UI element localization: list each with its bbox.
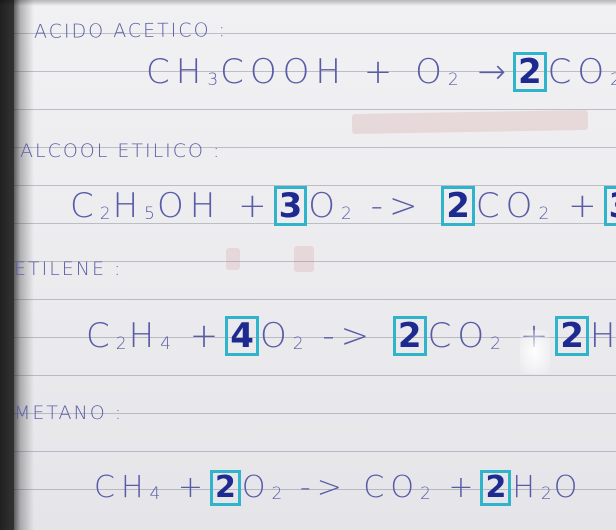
formula-text: CO (547, 52, 611, 92)
formula-text: O (259, 316, 293, 356)
coefficient-box: 2 (441, 186, 475, 226)
subscript: 2 (271, 484, 285, 504)
coefficient-box: 3 (603, 186, 616, 226)
subscript: 2 (99, 204, 113, 224)
coefficient-box: 2 (392, 316, 427, 356)
bleed-through-mark (226, 248, 240, 270)
formula-text: H (589, 316, 616, 356)
plus-sign: + (162, 470, 210, 505)
formula-text: CH (146, 52, 208, 92)
page-top-edge (0, 0, 616, 6)
formula-text: C (86, 316, 116, 356)
subscript: 3 (207, 70, 221, 90)
coefficient-box: 2 (555, 316, 589, 356)
coefficient-box: 4 (225, 316, 259, 356)
subscript: 2 (610, 70, 616, 90)
reaction-arrow: -> (305, 316, 392, 356)
formula-text: COOH + O (220, 52, 448, 92)
formula-text: H (112, 186, 145, 226)
subscript: 4 (149, 484, 163, 504)
subscript: 2 (341, 204, 354, 224)
subscript: 2 (115, 334, 129, 354)
heading-acido-acetico: ACIDO ACETICO : (33, 19, 228, 43)
formula-text: CO (363, 470, 420, 505)
subscript: 5 (144, 204, 157, 224)
subscript: 2 (490, 334, 503, 354)
coefficient-box: 2 (512, 52, 547, 92)
bleed-through-stain (351, 109, 589, 135)
formula-text: O (553, 470, 584, 505)
reaction-arrow: → (460, 52, 512, 92)
plus-sign: + (432, 470, 480, 505)
formula-text: CH (94, 470, 150, 505)
coefficient-box: 3 (273, 186, 308, 226)
reaction-arrow: -> (353, 186, 441, 226)
coefficient-box: 2 (210, 470, 241, 506)
formula-text: H (512, 470, 541, 505)
subscript: 2 (447, 70, 461, 90)
subscript: 2 (292, 334, 306, 354)
heading-metano: METANO : (14, 402, 124, 424)
coefficient-box: 2 (480, 470, 512, 506)
bleed-through-mark (294, 246, 314, 272)
formula-text: O (308, 186, 342, 226)
formula-text: O (241, 470, 272, 505)
plus-sign: + (551, 186, 603, 226)
heading-etilene: ETILENE : (14, 258, 123, 280)
subscript: 2 (419, 484, 433, 504)
reaction-arrow: -> (284, 470, 364, 505)
light-glare (520, 330, 550, 374)
subscript: 2 (538, 204, 552, 224)
heading-alcool-etilico: ALCOOL ETILICO : (20, 140, 222, 162)
equation-acido-acetico: CH3COOH + O2 →2CO22H2O (146, 52, 616, 92)
formula-text: CO (475, 186, 539, 226)
formula-text: OH + (156, 186, 273, 226)
formula-text: H (128, 316, 161, 356)
subscript: 2 (540, 484, 554, 504)
formula-text: C (70, 186, 100, 226)
subscript: 4 (160, 334, 173, 354)
notebook-binding-shadow (0, 0, 34, 530)
formula-text: CO (427, 316, 491, 356)
plus-sign: + (172, 316, 225, 356)
